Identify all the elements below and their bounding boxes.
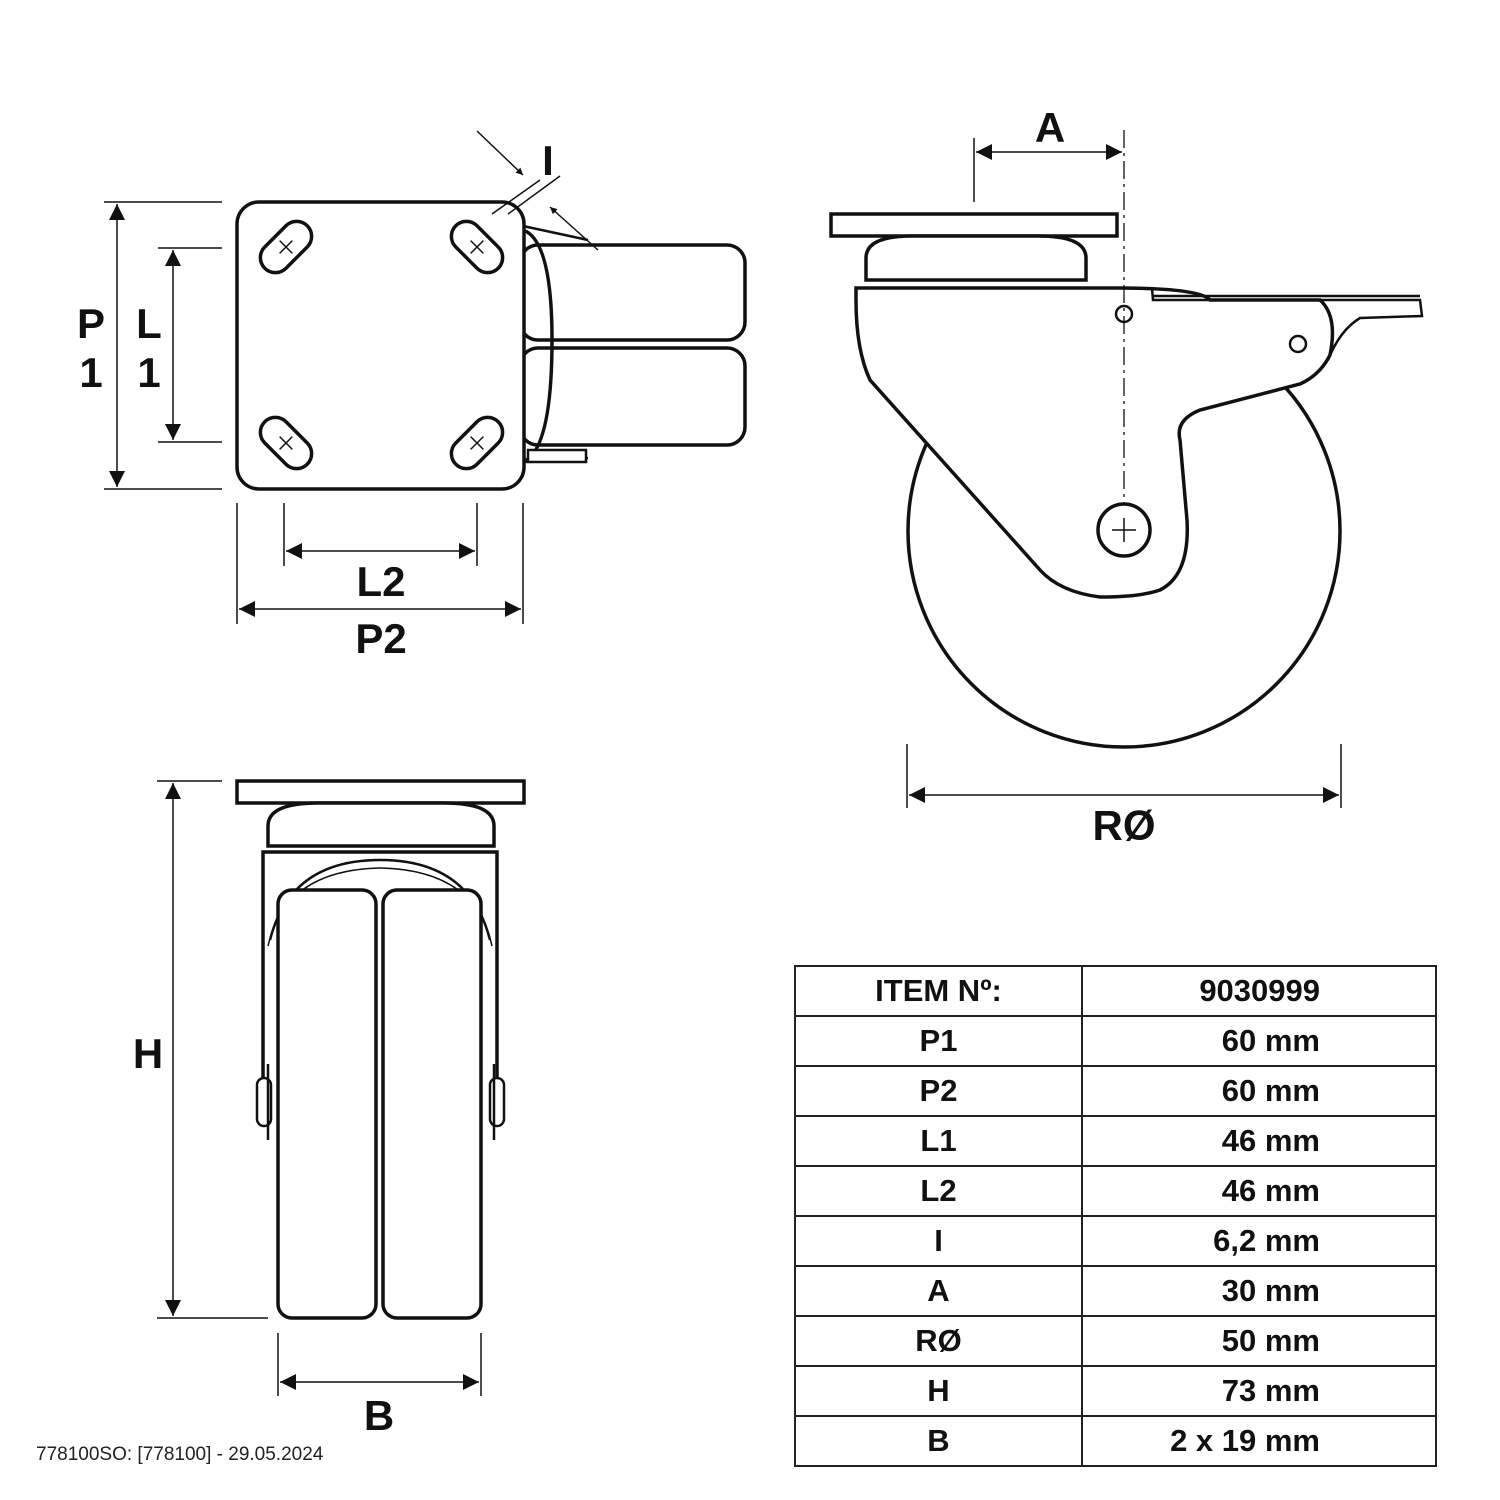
label-b: B [364, 1392, 394, 1439]
front-view: H B [133, 779, 526, 1439]
label-r: RØ [1093, 802, 1156, 849]
spec-key: P1 [794, 1015, 1083, 1067]
brake-pivot [1288, 334, 1308, 354]
label-p2: P2 [355, 615, 406, 662]
spec-value: 46 mm [1081, 1115, 1437, 1167]
label-p1-letter: P [77, 300, 105, 347]
label-a: A [1035, 104, 1065, 151]
front-wheel-left [276, 888, 378, 1320]
spec-key: L1 [794, 1115, 1083, 1167]
dimension-p1: P 1 [77, 201, 222, 490]
dimension-i: I [476, 130, 599, 251]
table-row: ITEM Nº:9030999 [794, 965, 1437, 1017]
slot-hole-bottom-left [258, 415, 314, 471]
spec-key: I [794, 1215, 1083, 1267]
spec-key: A [794, 1265, 1083, 1317]
dimension-b: B [277, 1333, 482, 1439]
dimension-p2: P2 [236, 503, 524, 662]
swivel-housing [864, 234, 1088, 282]
top-view: P 1 L 1 L2 P2 [77, 130, 747, 662]
spec-value: 46 mm [1081, 1165, 1437, 1217]
spec-key: ITEM Nº: [794, 965, 1083, 1017]
spec-key: H [794, 1365, 1083, 1417]
dimension-h: H [133, 780, 268, 1319]
spec-value: 60 mm [1081, 1065, 1437, 1117]
spec-value: 2 x 19 mm [1081, 1415, 1437, 1467]
spec-value: 50 mm [1081, 1315, 1437, 1367]
spec-key: RØ [794, 1315, 1083, 1367]
label-h: H [133, 1030, 163, 1077]
spec-value: 9030999 [1081, 965, 1437, 1017]
spec-value: 60 mm [1081, 1015, 1437, 1067]
brake-lever [1150, 287, 1424, 361]
drawing-reference: 778100SO: [778100] - 29.05.2024 [36, 1444, 324, 1465]
label-l1-letter: L [136, 300, 162, 347]
mounting-plate [235, 200, 526, 491]
front-fork [261, 850, 499, 1118]
label-p1-digit: 1 [79, 349, 102, 396]
label-l1-digit: 1 [137, 349, 160, 396]
spec-key: B [794, 1415, 1083, 1467]
spec-value: 73 mm [1081, 1365, 1437, 1417]
top-view-wheels [518, 224, 747, 464]
fork [854, 286, 1335, 599]
side-top-plate [829, 212, 1119, 238]
label-l2: L2 [356, 558, 405, 605]
spec-value: 6,2 mm [1081, 1215, 1437, 1267]
spec-value: 30 mm [1081, 1265, 1437, 1317]
side-view: A RØ [829, 104, 1424, 849]
dimension-r: RØ [906, 744, 1342, 849]
slot-hole-top-left [258, 219, 314, 275]
front-wheel-right [381, 888, 483, 1320]
label-i: I [542, 137, 554, 184]
dimension-a: A [973, 104, 1122, 202]
front-top-plate [235, 779, 526, 805]
slot-hole-bottom-right [449, 415, 505, 471]
spec-key: L2 [794, 1165, 1083, 1217]
dimension-l1: L 1 [136, 247, 222, 443]
front-swivel-housing [266, 801, 496, 848]
dimension-l2: L2 [283, 503, 478, 605]
axle-nut-right [488, 1076, 506, 1128]
spec-key: P2 [794, 1065, 1083, 1117]
